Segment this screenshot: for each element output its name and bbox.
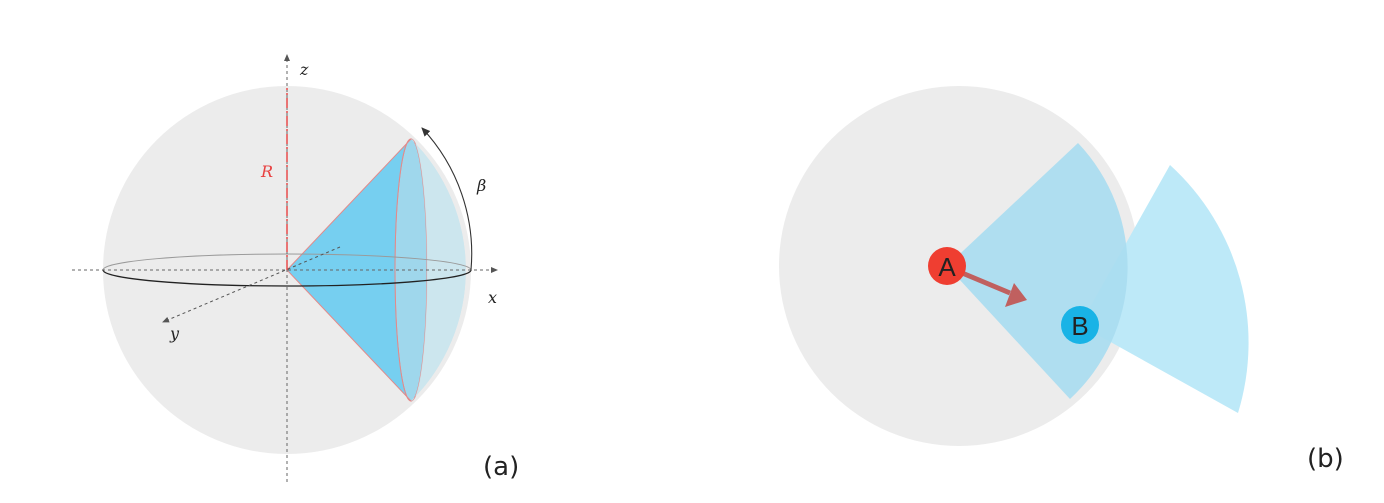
- node-a-label: A: [938, 252, 956, 282]
- caption-a: (a): [483, 452, 519, 482]
- y-axis: [162, 246, 341, 323]
- caption-b: (b): [1307, 444, 1344, 474]
- node-b: [1061, 306, 1099, 344]
- z-axis-label: z: [299, 60, 309, 79]
- node-a: [928, 247, 966, 285]
- beta-arc: [421, 127, 473, 271]
- radius-label: R: [260, 162, 273, 181]
- y-axis-label: y: [169, 324, 180, 343]
- node-b-label: B: [1071, 311, 1088, 341]
- panel-a: z x y R β (a): [72, 54, 519, 482]
- direction-arrowhead: [1005, 283, 1027, 307]
- beta-label: β: [476, 176, 486, 195]
- panel-b: A B (b): [779, 86, 1344, 474]
- equator-front: [102, 269, 472, 287]
- x-axis-label: x: [488, 288, 497, 307]
- sector-b: [1080, 165, 1249, 413]
